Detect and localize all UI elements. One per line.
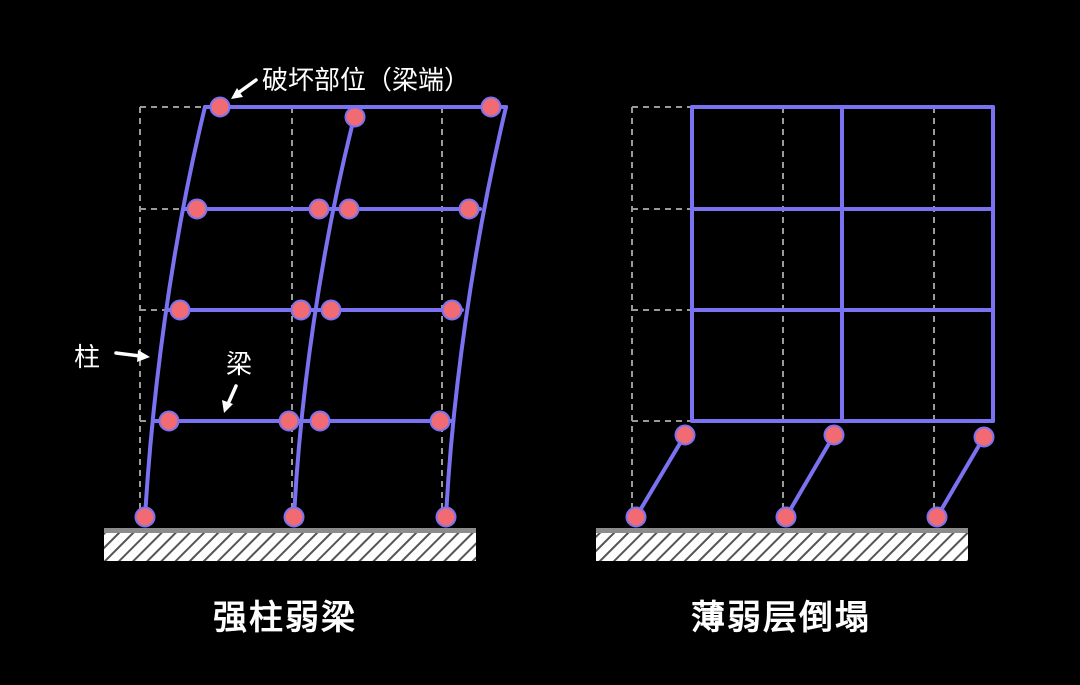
hinge [480,96,502,118]
left-column-1 [143,105,207,519]
hinge [775,506,797,528]
hinge [674,424,696,446]
hinge [926,506,948,528]
left-ground-line [104,528,476,533]
hinge [134,506,156,528]
right-weak-column-3 [935,435,986,519]
left-column-2 [292,108,358,519]
hinge [458,198,480,220]
hinge [344,106,366,128]
hinge [320,299,342,321]
right-ghost-frame [631,106,935,517]
hinge [441,299,463,321]
hinge [209,96,231,118]
hinge [278,410,300,432]
hinge [186,198,208,220]
left-ground-hatch [104,531,476,561]
right-hinges [625,424,995,528]
right-ground-hatch [596,531,968,561]
hinge [625,506,647,528]
left-hinges [134,96,502,528]
hinge [290,299,312,321]
hinge [308,198,330,220]
hinge-location-label: 破坏部位（梁端） [262,66,471,96]
hinge [338,198,360,220]
left-panel-caption: 强柱弱梁 [213,598,357,638]
column-label: 柱 [74,343,101,373]
hinge [309,410,331,432]
right-upper-block [690,105,995,423]
right-weak-column-2 [784,433,836,519]
left-panel [104,78,508,561]
beam-arrow [222,384,238,413]
hinge [823,424,845,446]
hinge [169,299,191,321]
right-panel [596,105,995,561]
hinge [973,426,995,448]
hinge [283,506,305,528]
right-weak-column-1 [634,433,687,519]
hinge-location-arrow [231,78,258,99]
beam-label: 梁 [226,350,253,380]
right-panel-caption: 薄弱层倒塌 [691,598,871,638]
right-ground-line [596,528,968,533]
left-column-3 [444,105,508,519]
hinge [435,506,457,528]
column-arrow [114,350,150,362]
hinge [158,410,180,432]
hinge [429,410,451,432]
